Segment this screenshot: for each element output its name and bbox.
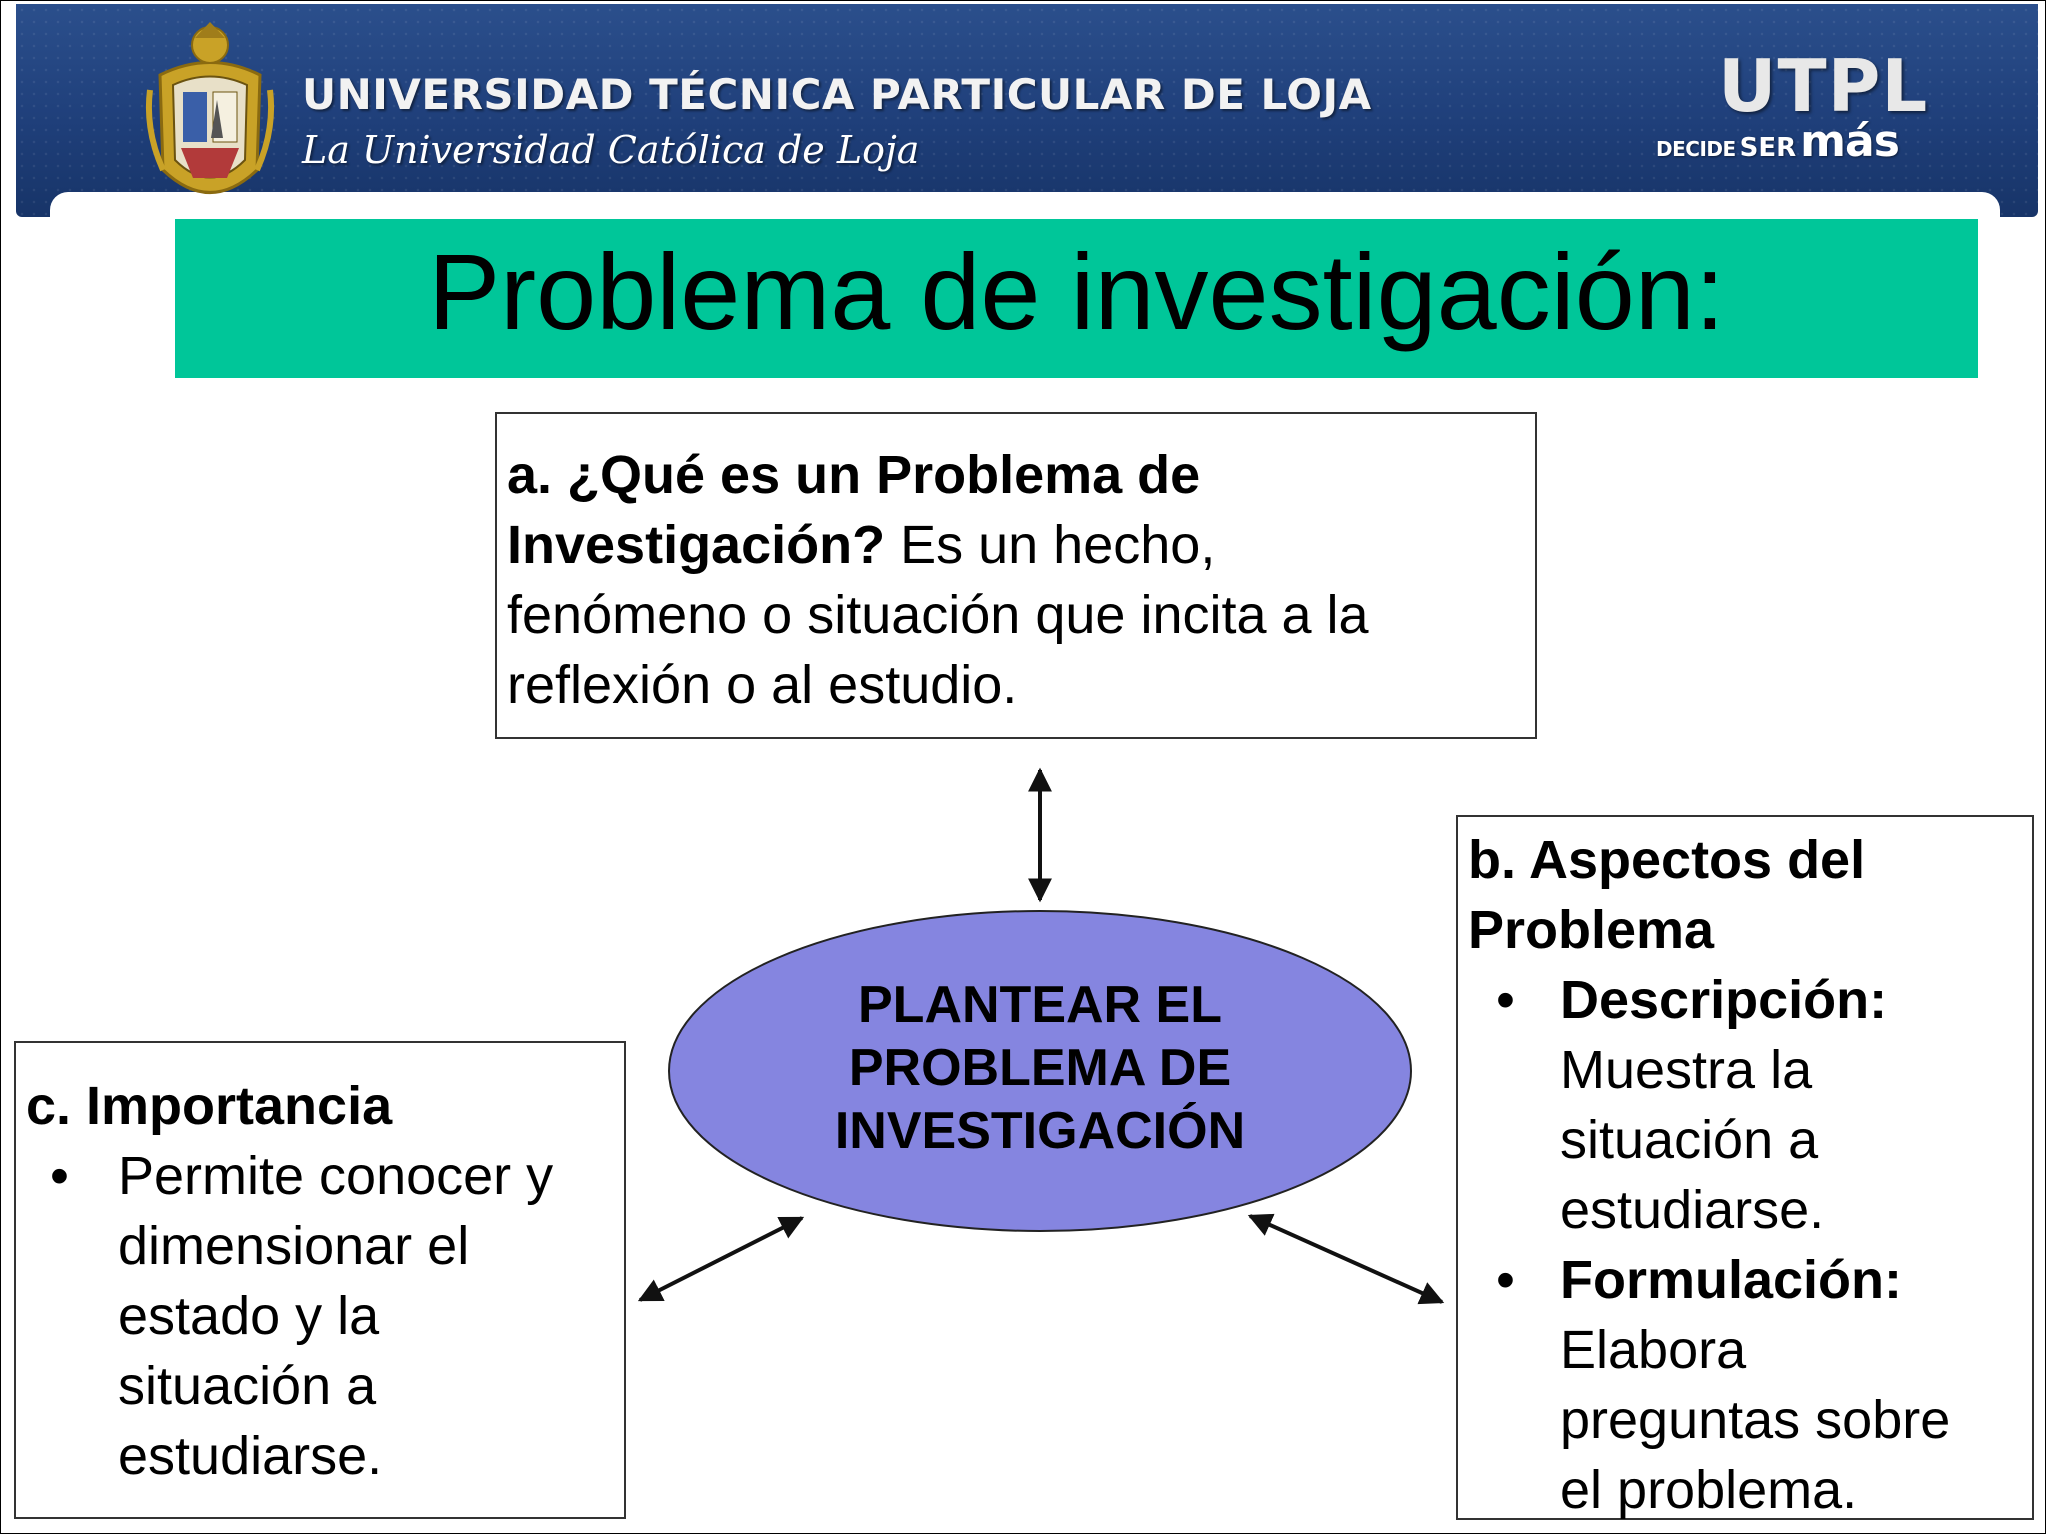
banner-curve	[50, 192, 2000, 222]
center-line-2: PROBLEMA DE	[848, 1038, 1232, 1097]
box-a-text-4: reflexión o al estudio.	[507, 655, 1018, 715]
box-a-heading-1: a. ¿Qué es un Problema de	[507, 445, 1201, 505]
list-item: • Descripción: Muestra la situación a es…	[1468, 965, 2032, 1245]
bullet-icon: •	[1496, 970, 1515, 1030]
box-b-heading-1: b. Aspectos del	[1468, 830, 1866, 890]
box-a-text-3: fenómeno o situación que incita a la	[507, 585, 1369, 645]
header-banner	[16, 4, 2038, 217]
page-title: Problema de investigación:	[428, 231, 1725, 352]
list-item: • Permite conocer y dimensionar el estad…	[26, 1141, 624, 1491]
aspects-list: • Descripción: Muestra la situación a es…	[1468, 965, 2032, 1525]
box-a-heading-2: Investigación?	[507, 515, 886, 575]
tagline-mas: más	[1800, 116, 1900, 167]
list-item: • Formulación: Elabora preguntas sobre e…	[1468, 1245, 2032, 1525]
importance-text: Permite conocer y	[118, 1146, 554, 1206]
importance-list: • Permite conocer y dimensionar el estad…	[26, 1141, 624, 1491]
importance-text: estudiarse.	[118, 1426, 383, 1486]
box-importance: c. Importancia • Permite conocer y dimen…	[14, 1041, 626, 1519]
aspect-text: estudiarse.	[1560, 1180, 1825, 1240]
tagline-decide: DECIDE	[1656, 137, 1736, 161]
university-crest-icon	[145, 22, 275, 194]
importance-text: situación a	[118, 1356, 377, 1416]
box-definition: a. ¿Qué es un Problema de Investigación?…	[495, 412, 1537, 739]
center-node-label: PLANTEAR EL PROBLEMA DE INVESTIGACIÓN	[668, 910, 1412, 1232]
importance-text: dimensionar el	[118, 1216, 470, 1276]
utpl-logo: UTPL	[1718, 44, 1929, 128]
university-subtitle: La Universidad Católica de Loja	[302, 128, 920, 172]
aspect-text: Muestra la	[1560, 1040, 1813, 1100]
bullet-icon: •	[1496, 1250, 1515, 1310]
importance-text: estado y la	[118, 1286, 380, 1346]
aspect-text: preguntas sobre	[1560, 1390, 1951, 1450]
aspect-text: Elabora	[1560, 1320, 1747, 1380]
box-c-heading: c. Importancia	[26, 1076, 393, 1136]
aspect-text: el problema.	[1560, 1460, 1858, 1520]
box-a-text-2: Es un hecho,	[885, 515, 1216, 575]
aspect-text: situación a	[1560, 1110, 1819, 1170]
tagline-ser: SER	[1739, 133, 1797, 163]
box-b-heading-2: Problema	[1468, 900, 1715, 960]
aspect-label: Formulación:	[1560, 1250, 1903, 1310]
center-line-3: INVESTIGACIÓN	[834, 1101, 1246, 1160]
title-bar: Problema de investigación:	[175, 219, 1978, 378]
center-line-1: PLANTEAR EL	[858, 975, 1222, 1034]
aspect-label: Descripción:	[1560, 970, 1888, 1030]
university-name: UNIVERSIDAD TÉCNICA PARTICULAR DE LOJA	[302, 70, 1372, 119]
box-aspects: b. Aspectos del Problema • Descripción: …	[1456, 815, 2034, 1520]
bullet-icon: •	[50, 1146, 69, 1206]
